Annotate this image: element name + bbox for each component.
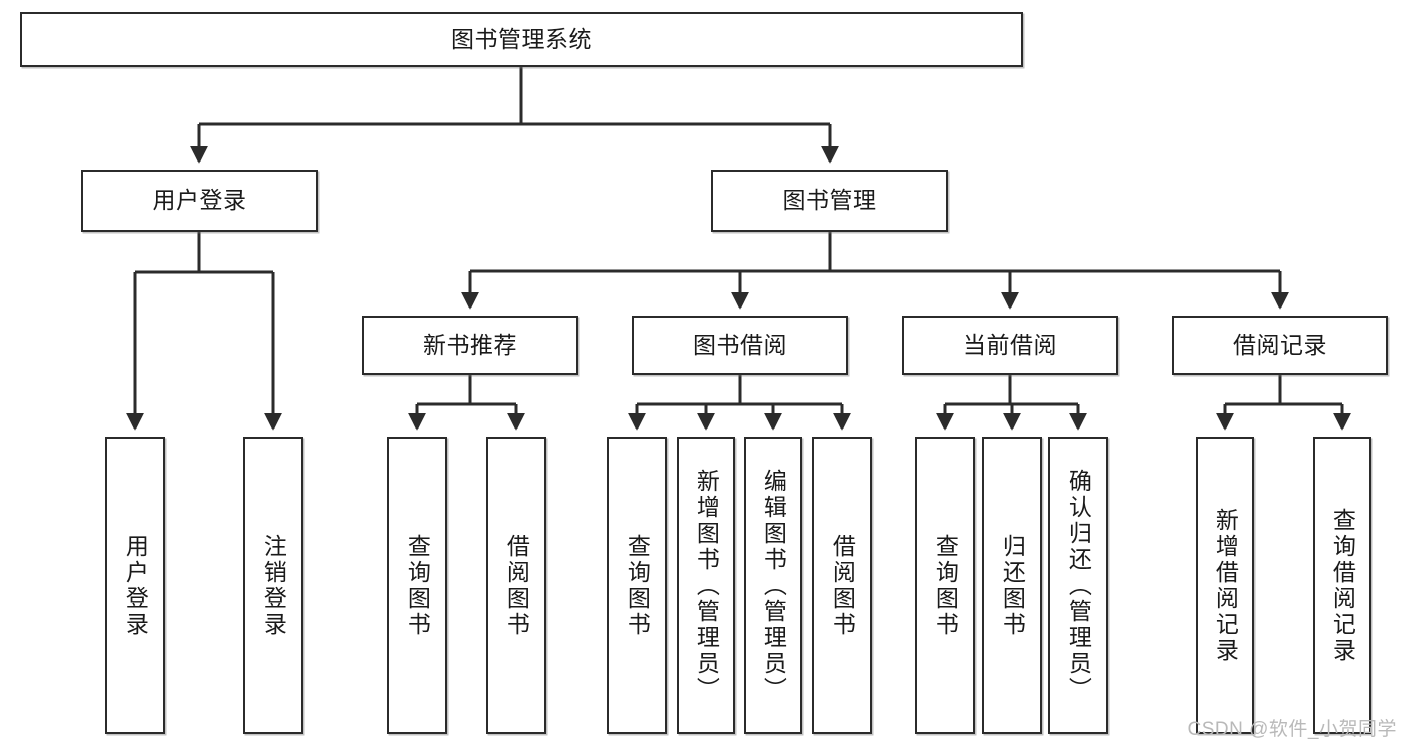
node-book-borrow-label: 图书借阅 [693, 331, 787, 358]
node-user-login[interactable]: 用户登录 [81, 170, 318, 232]
node-leaf-user-login[interactable]: 用户登录 [105, 437, 165, 734]
node-leaf-query-book-2-label: 查询图书 [624, 533, 651, 638]
node-leaf-return-book-label: 归还图书 [999, 533, 1026, 638]
node-leaf-borrow-book-2-label: 借阅图书 [829, 533, 856, 638]
node-current-borrow-label: 当前借阅 [963, 331, 1057, 358]
node-root-label: 图书管理系统 [451, 25, 592, 52]
node-borrow-record-label: 借阅记录 [1233, 331, 1327, 358]
node-leaf-confirm-return-admin-label: 确认归还（管理员） [1065, 468, 1092, 703]
node-book-borrow[interactable]: 图书借阅 [632, 316, 848, 375]
node-leaf-add-book-admin-label: 新增图书（管理员） [693, 468, 720, 703]
node-borrow-record[interactable]: 借阅记录 [1172, 316, 1388, 375]
node-leaf-query-book-3[interactable]: 查询图书 [915, 437, 975, 734]
node-leaf-query-borrow-record[interactable]: 查询借阅记录 [1313, 437, 1371, 734]
node-leaf-query-book-2[interactable]: 查询图书 [607, 437, 667, 734]
node-leaf-query-book-3-label: 查询图书 [932, 533, 959, 638]
node-leaf-query-book-1[interactable]: 查询图书 [387, 437, 447, 734]
node-leaf-borrow-book-1-label: 借阅图书 [503, 533, 530, 638]
watermark: CSDN @软件_小贺同学 [1187, 719, 1397, 740]
node-user-login-label: 用户登录 [152, 187, 247, 214]
node-leaf-query-borrow-record-label: 查询借阅记录 [1329, 507, 1356, 664]
node-leaf-edit-book-admin-label: 编辑图书（管理员） [760, 468, 787, 703]
node-leaf-query-book-1-label: 查询图书 [404, 533, 431, 638]
node-leaf-return-book[interactable]: 归还图书 [982, 437, 1042, 734]
node-leaf-user-login-label: 用户登录 [122, 533, 149, 638]
node-root[interactable]: 图书管理系统 [20, 12, 1023, 67]
node-leaf-add-borrow-record-label: 新增借阅记录 [1212, 507, 1239, 664]
node-leaf-user-logout[interactable]: 注销登录 [243, 437, 303, 734]
node-leaf-add-borrow-record[interactable]: 新增借阅记录 [1196, 437, 1254, 734]
node-leaf-borrow-book-1[interactable]: 借阅图书 [486, 437, 546, 734]
node-leaf-user-logout-label: 注销登录 [260, 533, 287, 638]
node-current-borrow[interactable]: 当前借阅 [902, 316, 1118, 375]
node-leaf-edit-book-admin[interactable]: 编辑图书（管理员） [744, 437, 802, 734]
node-book-management[interactable]: 图书管理 [711, 170, 948, 232]
node-new-book-recommend[interactable]: 新书推荐 [362, 316, 578, 375]
node-leaf-borrow-book-2[interactable]: 借阅图书 [812, 437, 872, 734]
node-leaf-add-book-admin[interactable]: 新增图书（管理员） [677, 437, 735, 734]
node-leaf-confirm-return-admin[interactable]: 确认归还（管理员） [1048, 437, 1108, 734]
node-book-management-label: 图书管理 [782, 187, 877, 214]
node-new-book-recommend-label: 新书推荐 [423, 331, 517, 358]
